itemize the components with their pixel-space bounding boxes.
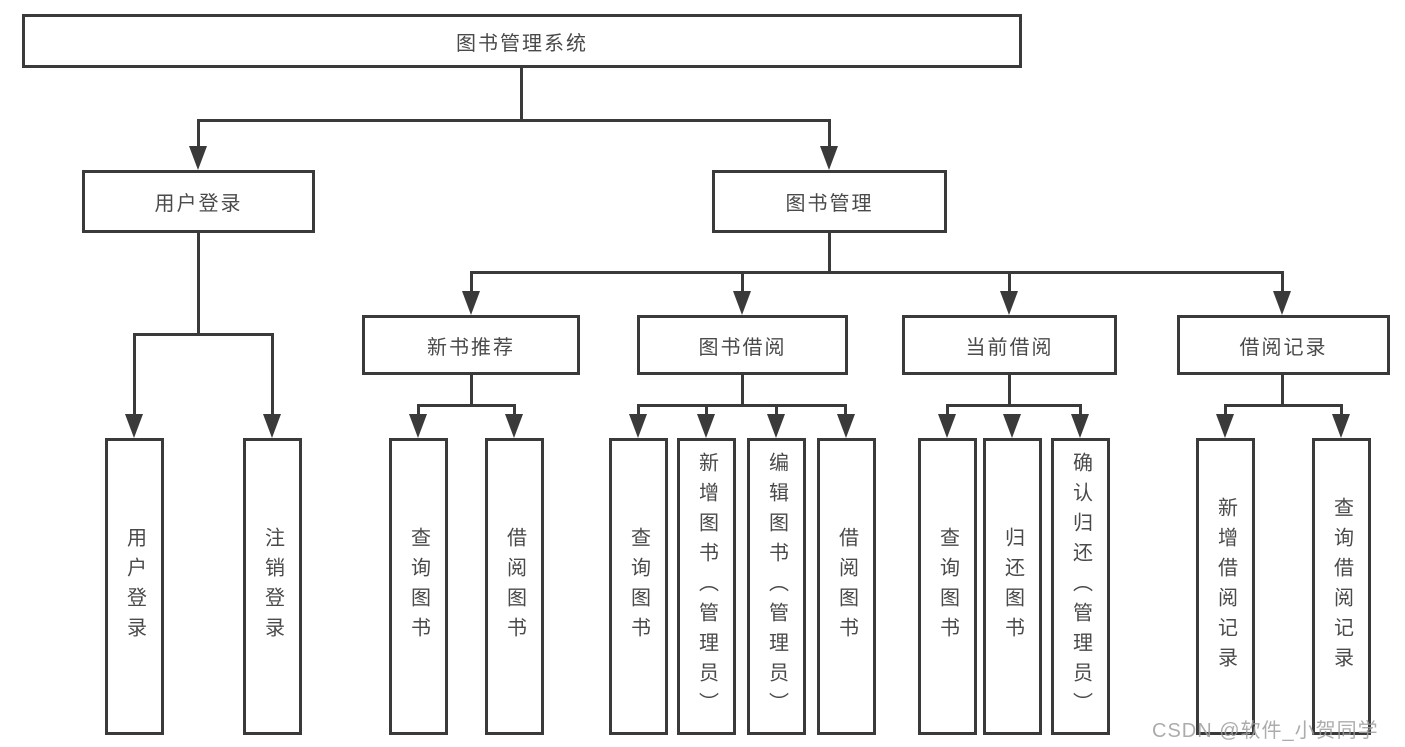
connector (775, 404, 778, 418)
arrowhead (505, 414, 523, 438)
node-root: 图书管理系统 (22, 14, 1022, 68)
arrowhead (1216, 414, 1234, 438)
node-current-borrowing-label: 当前借阅 (965, 336, 1054, 359)
leaf-add-book-admin: 新增图书（管理员） (677, 438, 736, 735)
node-book-borrowing: 图书借阅 (637, 315, 848, 375)
node-book-borrowing-label: 图书借阅 (698, 336, 787, 359)
leaf-query-books-borrowing-label: 查询图书 (627, 526, 650, 647)
connector (470, 271, 473, 293)
leaf-borrow-books-recommend: 借阅图书 (485, 438, 544, 735)
arrowhead (697, 414, 715, 438)
connector (741, 271, 744, 293)
connector (520, 68, 523, 121)
arrowhead (938, 414, 956, 438)
node-user-login: 用户登录 (82, 170, 315, 233)
connector (1008, 271, 1011, 293)
node-user-login-label: 用户登录 (154, 193, 243, 215)
connector (1281, 375, 1284, 406)
leaf-confirm-return-admin-label: 确认归还（管理员） (1069, 451, 1092, 722)
leaf-borrow-books-label: 借阅图书 (835, 526, 858, 647)
connector (946, 404, 1082, 407)
connector (271, 333, 274, 418)
connector (197, 119, 200, 151)
connector (637, 404, 847, 407)
arrowhead (1003, 414, 1021, 438)
connector (470, 271, 1284, 274)
connector (1079, 404, 1082, 418)
node-borrowing-records: 借阅记录 (1177, 315, 1390, 375)
leaf-return-book: 归还图书 (983, 438, 1042, 735)
arrowhead (125, 414, 143, 438)
connector (828, 119, 831, 151)
node-borrowing-records-label: 借阅记录 (1239, 336, 1328, 359)
leaf-query-books-current-label: 查询图书 (936, 526, 959, 647)
leaf-confirm-return-admin: 确认归还（管理员） (1051, 438, 1110, 735)
arrowhead (462, 291, 480, 315)
leaf-query-borrow-record-label: 查询借阅记录 (1330, 496, 1353, 677)
node-book-management: 图书管理 (712, 170, 947, 233)
leaf-add-borrow-record-label: 新增借阅记录 (1214, 496, 1237, 677)
leaf-query-books-recommend-label: 查询图书 (407, 526, 430, 647)
node-book-management-label: 图书管理 (785, 193, 874, 215)
connector (705, 404, 708, 418)
watermark: CSDN @软件_小贺同学 (1152, 720, 1379, 742)
connector (637, 404, 640, 418)
arrowhead (1332, 414, 1350, 438)
node-new-book-recommend-label: 新书推荐 (427, 336, 515, 359)
connector (828, 233, 831, 273)
connector (197, 119, 831, 122)
leaf-add-book-admin-label: 新增图书（管理员） (695, 451, 718, 722)
connector (1224, 404, 1343, 407)
arrowhead (629, 414, 647, 438)
leaf-query-books-recommend: 查询图书 (389, 438, 448, 735)
connector (1224, 404, 1227, 418)
leaf-logout-label: 注销登录 (261, 526, 284, 647)
arrowhead (263, 414, 281, 438)
node-current-borrowing: 当前借阅 (902, 315, 1117, 375)
leaf-borrow-books: 借阅图书 (817, 438, 876, 735)
connector (1281, 271, 1284, 293)
connector (741, 375, 744, 406)
connector (133, 333, 274, 336)
arrowhead (409, 414, 427, 438)
leaf-logout: 注销登录 (243, 438, 302, 735)
leaf-query-books-current: 查询图书 (918, 438, 977, 735)
leaf-borrow-books-recommend-label: 借阅图书 (503, 526, 526, 647)
node-root-label: 图书管理系统 (456, 32, 588, 55)
connector (946, 404, 949, 418)
arrowhead (837, 414, 855, 438)
arrowhead (733, 291, 751, 315)
leaf-query-books-borrowing: 查询图书 (609, 438, 668, 735)
arrowhead (1273, 291, 1291, 315)
arrowhead (767, 414, 785, 438)
leaf-add-borrow-record: 新增借阅记录 (1196, 438, 1255, 735)
connector (470, 375, 473, 406)
arrowhead (1000, 291, 1018, 315)
leaf-user-login-label: 用户登录 (123, 526, 146, 647)
connector (1340, 404, 1343, 418)
leaf-query-borrow-record: 查询借阅记录 (1312, 438, 1371, 735)
connector (417, 404, 516, 407)
leaf-return-book-label: 归还图书 (1001, 526, 1024, 647)
connector (133, 333, 136, 418)
connector (1008, 375, 1011, 406)
connector (197, 233, 200, 335)
connector (417, 404, 420, 418)
arrowhead (1071, 414, 1089, 438)
connector (513, 404, 516, 418)
leaf-edit-book-admin: 编辑图书（管理员） (747, 438, 806, 735)
arrowhead (189, 146, 207, 170)
node-new-book-recommend: 新书推荐 (362, 315, 580, 375)
arrowhead (820, 146, 838, 170)
leaf-edit-book-admin-label: 编辑图书（管理员） (765, 451, 788, 722)
leaf-user-login: 用户登录 (105, 438, 164, 735)
connector (844, 404, 847, 418)
